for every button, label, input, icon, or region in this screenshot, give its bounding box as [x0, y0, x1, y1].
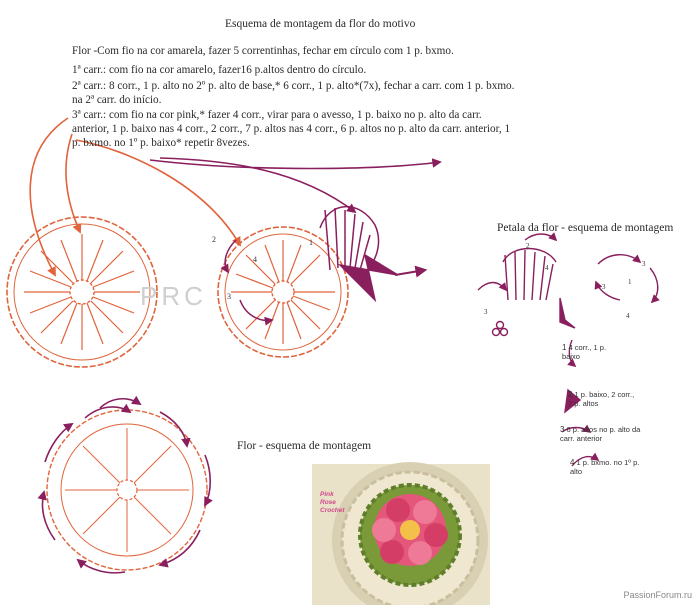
leader-arrow-round3b: [159, 157, 357, 214]
step-label-3: 3: [227, 292, 231, 301]
step-label-1: 1: [309, 238, 313, 247]
petal-legend-step3-number: 3: [560, 425, 565, 434]
petal-legend-step4-number: 4: [570, 458, 575, 467]
petal-diagram: [477, 232, 660, 467]
petal-legend-step4-text: 1 p. bxmo. no 1º p. alto: [570, 458, 640, 476]
petal-step-4b: 4: [626, 312, 630, 320]
leader-arrow-round2b: [75, 139, 241, 247]
petal-step-3: 3: [484, 308, 488, 316]
petal-step-3c: 3: [642, 260, 646, 268]
instruction-line-4: na 2ª carr. do início.: [72, 94, 162, 106]
leader-arrow-round1: [29, 117, 69, 277]
petal-legend-step1-number: 1: [562, 343, 567, 352]
instruction-line-7: p. bxmo. no 1º p. baixo* repetir 8vezes.: [72, 137, 250, 149]
photo-caption-line3: Crochet: [320, 507, 345, 514]
petal-step-2: 2: [526, 242, 530, 250]
flower-photo: [312, 462, 490, 605]
step-label-2: 2: [212, 235, 216, 244]
step-label-4: 4: [253, 255, 257, 264]
photo-caption-line2: Rose: [320, 499, 336, 506]
motif-chart-left: [6, 216, 158, 368]
flower-diagram-title: Flor - esquema de montagem: [237, 440, 372, 452]
instruction-line-5: 3ª carr.: com fio na cor pink,* fazer 4 …: [72, 109, 482, 121]
petal-step-4: 4: [545, 264, 549, 272]
instruction-line-3: 2ª carr.: 8 corr., 1 p. alto no 2º p. al…: [72, 80, 515, 92]
petal-legend-step3-text: 6 p. altos no p. alto da carr. anterior: [560, 425, 641, 443]
petal-diagram-title: Petala da flor - esquema de montagem: [497, 222, 674, 234]
page-title: Esquema de montagem da flor do motivo: [225, 18, 416, 30]
instruction-line-1: Flor -Com fio na cor amarela, fazer 5 co…: [72, 45, 454, 57]
petal-step-1b: 1: [628, 278, 632, 286]
leader-arrow-round2: [65, 133, 82, 234]
petal-legend-step1-text: 4 corr., 1 p. baixo: [562, 343, 607, 361]
petal-legend-step4: 4 1 p. bxmo. no 1º p. alto: [570, 458, 645, 476]
petal-step-3b: 3: [602, 283, 606, 291]
petal-legend-step2: 2 1 p. baixo, 2 corr., 7 p. altos: [568, 390, 638, 408]
petal-legend-step2-number: 2: [568, 390, 573, 399]
instruction-line-6: anterior, 1 p. baixo nas 4 corr., 2 corr…: [72, 123, 511, 135]
leader-arrow-round3: [149, 158, 442, 170]
photo-caption-line1: Pink: [320, 491, 334, 498]
flower-chart: [37, 395, 213, 574]
site-watermark: PassionForum.ru: [623, 590, 692, 600]
petal-highlight-middle: [220, 205, 428, 326]
petal-legend-step3: 3 6 p. altos no p. alto da carr. anterio…: [560, 425, 650, 443]
petal-legend-step1: 1 4 corr., 1 p. baixo: [562, 343, 622, 361]
watermark: PRC: [140, 281, 207, 311]
instruction-line-2: 1ª carr.: com fio na cor amarelo, fazer1…: [72, 64, 367, 76]
petal-legend-step2-text: 1 p. baixo, 2 corr., 7 p. altos: [568, 390, 635, 408]
